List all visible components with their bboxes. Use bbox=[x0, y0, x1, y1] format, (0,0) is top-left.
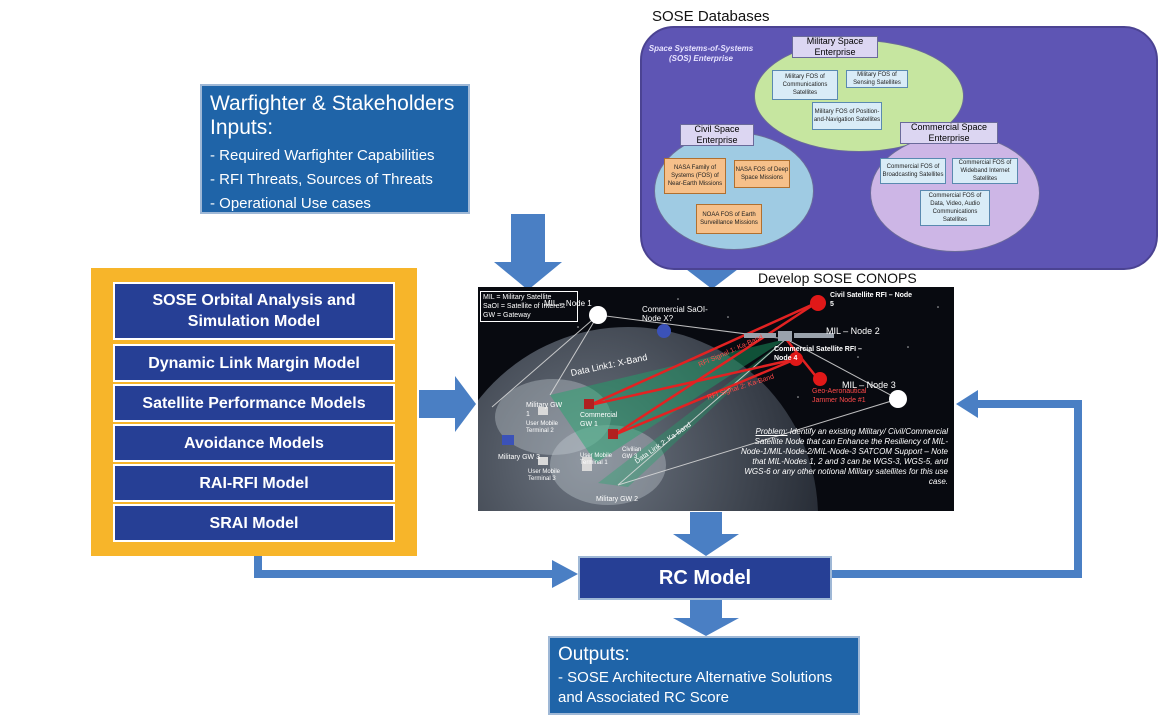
list-item: Operational Constraints, etc. bbox=[210, 216, 460, 240]
outputs-title: Outputs: bbox=[558, 644, 630, 665]
civil-title: Civil Space Enterprise bbox=[680, 124, 754, 146]
node-civil-label: Civil Satellite RFI – Node 5 bbox=[830, 292, 913, 308]
gw-mil3-label: Military GW 3 bbox=[498, 454, 540, 461]
node-mil3-label: MIL – Node 3 bbox=[842, 380, 896, 390]
db-item: NASA FOS of Deep Space Missions bbox=[734, 160, 790, 188]
sos-title: Space Systems-of-Systems (SOS) Enterpris… bbox=[648, 44, 754, 63]
db-item: NASA Family of Systems (FOS) of Near-Ear… bbox=[664, 158, 726, 194]
problem-statement: Problem: Identify an existing Military/ … bbox=[734, 427, 948, 487]
db-item: Commercial FOS of Broadcasting Satellite… bbox=[880, 158, 946, 184]
term1-label: User Mobile Terminal 1 bbox=[580, 453, 613, 466]
model-orbital-analysis: SOSE Orbital Analysis and Simulation Mod… bbox=[113, 282, 395, 340]
conops-scene: MIL = Military Satellite SaOI = Satellit… bbox=[478, 287, 954, 511]
node-mil1-label: MIL – Node 1 bbox=[544, 299, 592, 308]
db-item: Commercial FOS of Wideband Internet Sate… bbox=[952, 158, 1018, 184]
db-item: Military FOS of Position-and-Navigation … bbox=[812, 102, 882, 130]
list-item: Required Warfighter Capabilities bbox=[210, 144, 460, 168]
list-item: RFI Threats, Sources of Threats bbox=[210, 168, 460, 192]
inputs-title: Warfighter & Stakeholders Inputs: bbox=[210, 92, 455, 139]
models-panel: SOSE Orbital Analysis and Simulation Mod… bbox=[91, 268, 417, 556]
term3-label: User Mobile Terminal 3 bbox=[528, 469, 561, 482]
model-srai: SRAI Model bbox=[113, 504, 395, 542]
db-item: Military FOS of Sensing Satellites bbox=[846, 70, 908, 88]
term2-label: User Mobile Terminal 2 bbox=[526, 421, 559, 434]
model-avoidance: Avoidance Models bbox=[113, 424, 395, 462]
commercial-title: Commercial Space Enterprise bbox=[900, 122, 998, 144]
db-item: Military FOS of Communications Satellite… bbox=[772, 70, 838, 100]
legend-entry: SaOI = Satellite of Interest bbox=[483, 303, 565, 310]
model-dynamic-link-margin: Dynamic Link Margin Model bbox=[113, 344, 395, 382]
military-title: Military Space Enterprise bbox=[792, 36, 878, 58]
inputs-list: Required Warfighter Capabilities RFI Thr… bbox=[210, 144, 460, 240]
inputs-box: Warfighter & Stakeholders Inputs: Requir… bbox=[200, 84, 470, 236]
node-jammer-label: Geo-Aeronautical Jammer Node #1 bbox=[812, 388, 867, 404]
node-saoi-label: Commercial SaOI- Node X? bbox=[642, 305, 708, 323]
list-item: Operational Use cases bbox=[210, 192, 460, 216]
gw-mil2-label: Military GW 2 bbox=[596, 496, 638, 503]
db-item: NOAA FOS of Earth Surveillance Missions bbox=[696, 204, 762, 234]
model-satellite-performance: Satellite Performance Models bbox=[113, 384, 395, 422]
model-rai-rfi: RAI-RFI Model bbox=[113, 464, 395, 502]
rc-model-box: RC Model bbox=[578, 556, 832, 600]
gw-mil1-label: Military GW 1 bbox=[526, 402, 563, 418]
gw-civil-label: Civilian GW 3 bbox=[622, 447, 642, 460]
databases-caption: SOSE Databases bbox=[652, 8, 770, 25]
conops-graphics bbox=[478, 295, 939, 511]
databases-panel: Space Systems-of-Systems (SOS) Enterpris… bbox=[640, 26, 1158, 270]
legend-entry: MIL = Military Satellite bbox=[483, 294, 552, 301]
outputs-box: Outputs: SOSE Architecture Alternative S… bbox=[548, 636, 860, 715]
outputs-list: SOSE Architecture Alternative Solutions … bbox=[558, 668, 850, 708]
node-comm-label: Commercial Satellite RFI – Node 4 bbox=[774, 346, 862, 362]
legend-box: MIL = Military Satellite SaOI = Satellit… bbox=[480, 291, 578, 322]
legend-entry: GW = Gateway bbox=[483, 312, 531, 319]
db-item: Commercial FOS of Data, Video, Audio Com… bbox=[920, 190, 990, 226]
gw-comm-label: Commercial GW 1 bbox=[580, 412, 618, 428]
node-mil2-label: MIL – Node 2 bbox=[826, 326, 880, 336]
problem-label: Problem: bbox=[755, 427, 788, 436]
conops-caption: Develop SOSE CONOPS bbox=[758, 270, 917, 286]
list-item: SOSE Architecture Alternative Solutions … bbox=[558, 668, 850, 708]
problem-text: Identify an existing Military/ Civil/Com… bbox=[740, 427, 948, 486]
